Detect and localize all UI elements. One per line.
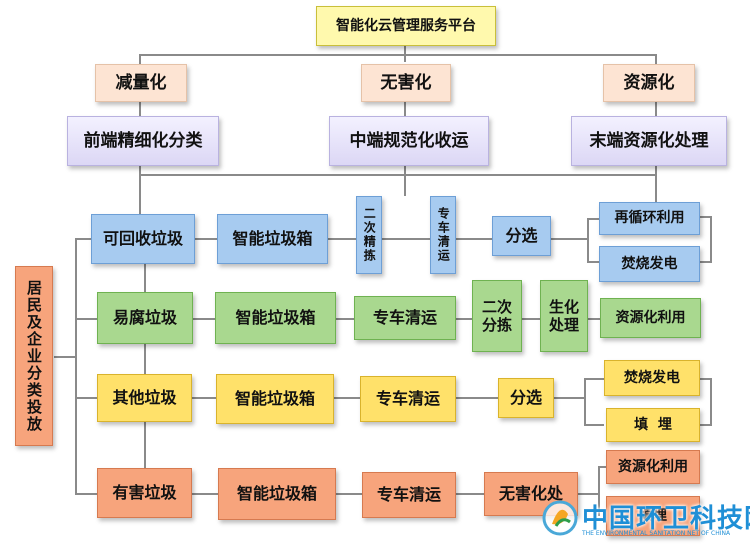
connector [587, 261, 599, 263]
connector [700, 424, 712, 426]
biochemical-treatment: 生化处理 [540, 280, 588, 352]
stage-end: 末端资源化处理 [571, 116, 727, 166]
goal-resource: 资源化 [603, 64, 695, 102]
output-landfill-hazardous: 填埋 [606, 496, 700, 536]
connector [456, 397, 498, 399]
connector [144, 264, 146, 292]
watermark-logo-icon [542, 500, 578, 536]
connector [587, 218, 589, 262]
output-incineration-power: 焚烧发电 [599, 246, 700, 282]
connector [75, 397, 97, 399]
watermark-title: 中国环卫科技网 [582, 504, 750, 534]
smart-bin-other: 智能垃圾箱 [216, 374, 334, 424]
platform-title: 智能化云管理服务平台 [316, 6, 496, 46]
category-hazardous: 有害垃圾 [97, 468, 192, 518]
secondary-sorting-recyclable: 二次精拣 [356, 196, 382, 274]
connector [598, 466, 600, 516]
connector [328, 238, 356, 240]
connector [456, 493, 484, 495]
connector [700, 261, 712, 263]
output-recycling: 再循环利用 [599, 202, 700, 235]
connector [192, 397, 216, 399]
connector [336, 318, 354, 320]
connector [75, 238, 91, 240]
truck-transport-kitchen: 专车清运 [354, 296, 456, 340]
connector [144, 344, 146, 374]
connector [54, 356, 76, 358]
truck-transport-hazardous: 专车清运 [362, 472, 456, 518]
truck-transport-recyclable: 专车清运 [430, 196, 456, 274]
connector [700, 216, 712, 218]
category-recyclable: 可回收垃圾 [91, 214, 195, 264]
connector [195, 238, 217, 240]
connector [456, 318, 472, 320]
secondary-sorting-kitchen: 二次分拣 [472, 280, 522, 352]
output-resource-use-kitchen: 资源化利用 [600, 298, 701, 338]
connector [522, 318, 540, 320]
category-kitchen: 易腐垃圾 [97, 292, 193, 344]
connector [584, 378, 586, 426]
connector [578, 493, 598, 495]
connector [404, 102, 406, 116]
connector [404, 166, 406, 196]
goal-reduction: 减量化 [95, 64, 187, 102]
sorting-recyclable: 分选 [492, 216, 551, 256]
connector [193, 318, 215, 320]
connector [144, 422, 146, 468]
connector [139, 54, 141, 64]
output-resource-use-hazardous: 资源化利用 [606, 450, 700, 484]
watermark-subtitle: THE ENVIRONMENTAL SANITATION NET OF CHIN… [582, 530, 731, 537]
connector [75, 238, 77, 495]
connector [655, 54, 657, 64]
smart-bin-hazardous: 智能垃圾箱 [218, 468, 336, 520]
stage-front: 前端精细化分类 [67, 116, 219, 166]
connector [382, 238, 430, 240]
connector [75, 318, 97, 320]
stage-middle: 中端规范化收运 [329, 116, 489, 166]
connector [75, 493, 97, 495]
connector [598, 466, 606, 468]
source-residents-enterprises: 居民及企业分类投放 [15, 266, 53, 446]
connector [584, 424, 604, 426]
connector [710, 216, 712, 262]
connector [588, 318, 600, 320]
connector [139, 102, 141, 116]
connector [192, 493, 218, 495]
output-landfill-other: 填 埋 [606, 408, 700, 442]
truck-transport-other: 专车清运 [360, 376, 456, 422]
smart-bin-recyclable: 智能垃圾箱 [217, 214, 328, 264]
connector [139, 54, 657, 56]
connector [139, 174, 657, 176]
goal-harmless: 无害化 [361, 64, 451, 102]
connector [336, 493, 362, 495]
connector [655, 166, 657, 202]
connector [139, 166, 141, 214]
output-incineration-other: 焚烧发电 [604, 360, 700, 396]
connector [700, 378, 712, 380]
sorting-other: 分选 [498, 378, 554, 418]
connector [554, 397, 584, 399]
smart-bin-kitchen: 智能垃圾箱 [215, 292, 336, 344]
connector [587, 218, 599, 220]
watermark: 中国环卫科技网 THE ENVIRONMENTAL SANITATION NET… [540, 496, 750, 544]
category-other: 其他垃圾 [97, 374, 192, 422]
connector [710, 378, 712, 426]
connector [334, 397, 360, 399]
connector [551, 238, 587, 240]
connector [456, 238, 492, 240]
connector [655, 102, 657, 116]
connector [584, 378, 604, 380]
